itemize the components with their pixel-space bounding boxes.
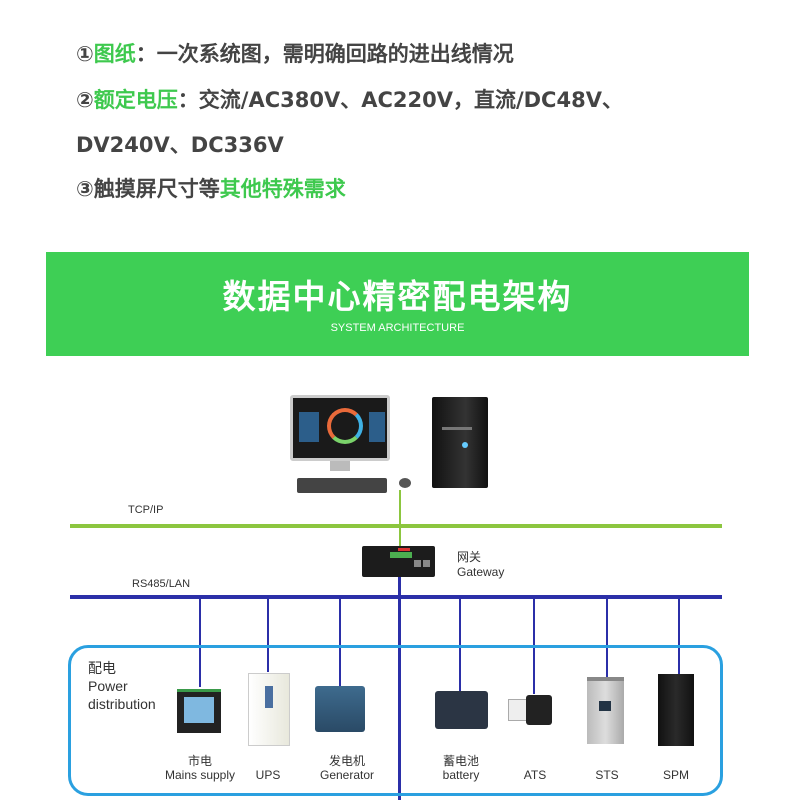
key: 额定电压 bbox=[93, 88, 178, 112]
device-label-en: Generator bbox=[319, 768, 375, 782]
ats-icon bbox=[508, 693, 553, 728]
drop-line bbox=[199, 597, 201, 687]
gateway-label-en: Gateway bbox=[457, 565, 505, 579]
num: ① bbox=[76, 42, 94, 66]
drop-line bbox=[678, 597, 680, 674]
device-label-en: SPM bbox=[662, 768, 689, 782]
key: 图纸 bbox=[93, 42, 136, 66]
ups-icon bbox=[248, 673, 290, 746]
group-label-cn: 配电 bbox=[88, 660, 116, 676]
device-label-en: battery bbox=[442, 768, 480, 782]
battery-icon bbox=[435, 691, 488, 729]
spm-cabinet-icon bbox=[658, 674, 694, 746]
device-label-cn: 发电机 bbox=[328, 754, 365, 768]
gateway-icon bbox=[362, 546, 435, 577]
section-banner: 数据中心精密配电架构 SYSTEM ARCHITECTURE bbox=[46, 252, 749, 356]
rs485-label: RS485/LAN bbox=[132, 578, 191, 590]
rs485-bus bbox=[70, 595, 722, 599]
text: ：交流/AC380V、AC220V，直流/DC48V、 bbox=[177, 88, 623, 112]
num: ③ bbox=[76, 177, 94, 201]
banner-subtitle: SYSTEM ARCHITECTURE bbox=[330, 322, 465, 334]
gateway-label-cn: 网关 bbox=[457, 550, 482, 564]
keyboard-icon bbox=[297, 478, 387, 493]
key: 其他特殊需求 bbox=[219, 177, 346, 201]
tcp-ip-bus bbox=[70, 524, 722, 528]
mouse-icon bbox=[399, 478, 411, 488]
generator-icon bbox=[315, 686, 365, 732]
device-label-en: Mains supply bbox=[164, 768, 236, 782]
device-label-cn: 蓄电池 bbox=[442, 754, 479, 768]
pc-tower-icon bbox=[432, 397, 488, 488]
drop-line bbox=[267, 597, 269, 672]
monitor-stand bbox=[330, 461, 350, 471]
drop-line bbox=[339, 597, 341, 689]
sts-icon bbox=[587, 677, 624, 744]
drop-line bbox=[606, 597, 608, 677]
device-label-cn: 市电 bbox=[187, 754, 212, 768]
num: ② bbox=[76, 88, 94, 112]
text: 触摸屏尺寸等 bbox=[93, 177, 220, 201]
monitor-icon bbox=[290, 395, 390, 461]
power-distribution-box bbox=[68, 645, 723, 796]
requirement-voltage-cont: DV240V、DC336V bbox=[76, 133, 284, 157]
banner-title: 数据中心精密配电架构 bbox=[222, 277, 573, 316]
requirement-voltage: ②额定电压：交流/AC380V、AC220V，直流/DC48V、 bbox=[76, 84, 623, 114]
device-label-en: ATS bbox=[523, 768, 547, 782]
center-line bbox=[398, 560, 401, 800]
text: ：一次系统图，需明确回路的进出线情况 bbox=[135, 42, 514, 66]
tcp-ip-label: TCP/IP bbox=[128, 504, 164, 516]
power-meter-icon bbox=[177, 689, 221, 733]
device-label-en: STS bbox=[595, 768, 619, 782]
drop-line bbox=[459, 597, 461, 692]
device-label-en: UPS bbox=[255, 768, 281, 782]
group-label-en2: distribution bbox=[88, 696, 156, 712]
center-line-top bbox=[399, 490, 401, 547]
group-label-en1: Power bbox=[88, 678, 128, 694]
requirement-drawing: ①图纸：一次系统图，需明确回路的进出线情况 bbox=[76, 38, 514, 68]
requirement-other: ③触摸屏尺寸等其他特殊需求 bbox=[76, 173, 346, 203]
